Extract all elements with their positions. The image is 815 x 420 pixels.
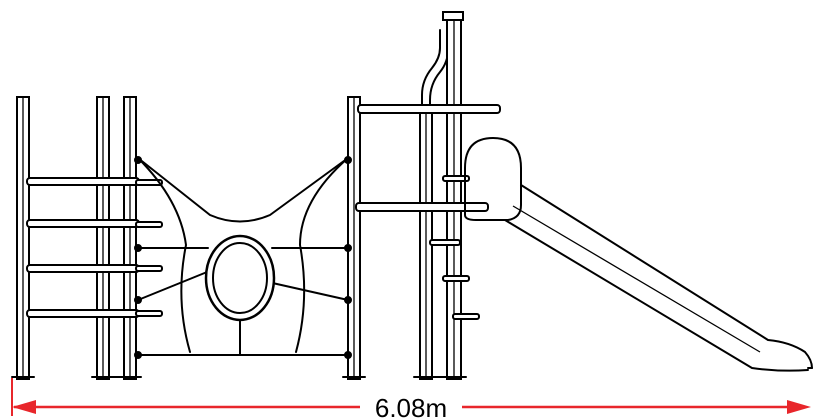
dimension-arrow-left <box>12 400 36 414</box>
top-rail <box>357 104 501 114</box>
platform-deck <box>355 202 489 212</box>
porthole-ring <box>204 234 276 322</box>
dimension-label: 6.08m <box>375 393 447 420</box>
climbing-net <box>134 156 352 359</box>
ladder-rungs <box>26 177 163 318</box>
dimension-arrow-right <box>787 400 811 414</box>
tower-post-cap <box>442 11 464 21</box>
slide <box>464 137 813 372</box>
net-climber-module <box>134 96 366 380</box>
ladder-module <box>11 96 163 380</box>
slide-hood <box>464 137 522 221</box>
dimension-annotation: 6.08m <box>11 378 811 420</box>
tower-module <box>355 11 501 380</box>
